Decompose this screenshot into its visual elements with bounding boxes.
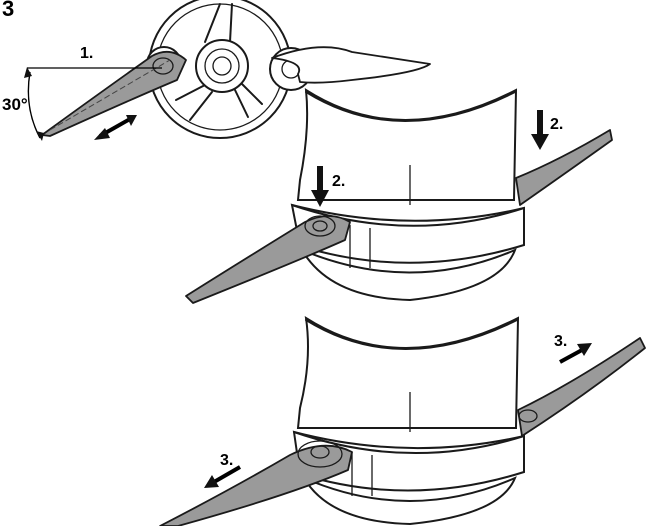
blade-right-top-view — [271, 46, 431, 84]
step-3-arrow-right — [559, 343, 592, 364]
figure-number: 3 — [2, 0, 14, 21]
blade-center-line — [49, 59, 171, 131]
blade-left-inserting — [41, 50, 187, 137]
step-2-label-top: 2. — [550, 116, 563, 133]
blade-right-middle — [515, 129, 613, 206]
step-3-arrow-left — [204, 465, 241, 488]
step-2-arrow-blade — [311, 166, 329, 207]
angle-arrow-head-bottom — [36, 131, 44, 141]
step-1-label: 1. — [80, 45, 93, 62]
step-2-label-blade: 2. — [332, 173, 345, 190]
step-3-label-right: 3. — [554, 333, 567, 350]
blade-left-middle — [185, 215, 351, 304]
angle-arrow-head-top — [24, 67, 32, 78]
blade-left-bottom — [159, 444, 353, 526]
step-3-label-left: 3. — [220, 452, 233, 469]
trimmer-head-side-view-bottom — [292, 315, 525, 526]
angle-label: 30° — [2, 95, 28, 114]
blade-right-bottom — [517, 337, 646, 437]
angle-arc — [27, 71, 41, 139]
step-2-arrow-top — [531, 110, 549, 150]
step-1-double-arrow — [94, 115, 137, 140]
trimmer-head-side-view-middle — [290, 88, 525, 302]
